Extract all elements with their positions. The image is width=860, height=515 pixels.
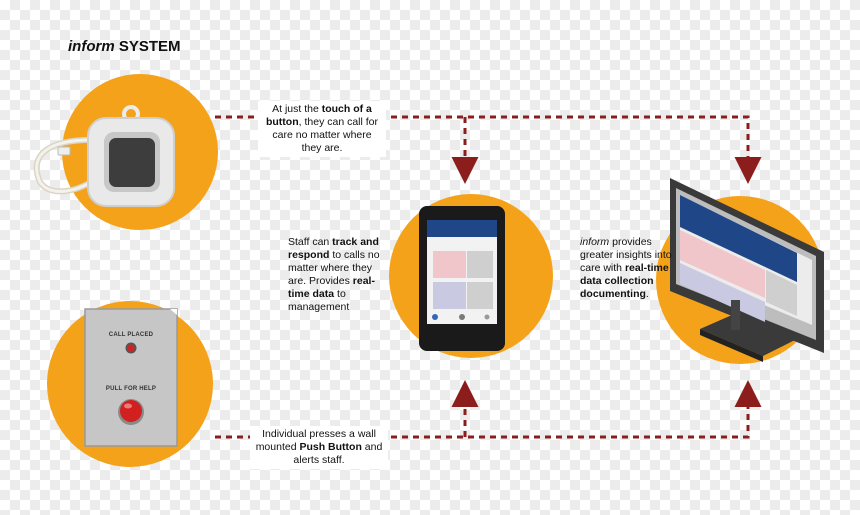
connector-bottom [215, 380, 762, 439]
caption-phone-emphasis-1: track and respond [288, 236, 379, 261]
wall-unit-top-label: CALL PLACED [108, 332, 154, 338]
caption-phone-text-mid: to calls no matter where they are. Provi… [288, 249, 380, 287]
wall-push-button-icon [84, 308, 178, 447]
caption-phone: Staff can track and respond to calls no … [288, 236, 384, 314]
caption-phone-text: Staff can [288, 236, 333, 248]
monitor-icon [670, 178, 824, 362]
caption-top-text-end: , they can call for care no matter where… [272, 116, 379, 154]
caption-phone-emphasis-2: real-time data [288, 275, 375, 300]
caption-monitor-text: provides greater insights into care with [580, 236, 672, 274]
caption-bottom-emphasis: Push Button [299, 441, 362, 453]
caption-monitor-text-end: . [645, 288, 649, 300]
wall-unit-bottom-label: PULL FOR HELP [105, 386, 157, 392]
caption-wall-button: Individual presses a wall mounted Push B… [250, 426, 388, 469]
caption-bottom-text-end: and alerts staff. [293, 441, 383, 466]
caption-monitor-emphasis: real-time data collection documenting [580, 262, 669, 300]
title-bold: SYSTEM [118, 38, 181, 55]
connector-top [215, 115, 762, 184]
caption-phone-text-end: to management [288, 288, 350, 313]
caption-monitor-brand: inform [580, 236, 610, 248]
diagram-title: inform SYSTEM [68, 38, 181, 55]
caption-top-emphasis: touch of a button [265, 103, 372, 128]
caption-pendant: At just the touch of a button, they can … [258, 101, 386, 157]
caption-bottom-text: Individual presses a wall mounted [255, 428, 376, 453]
pendant-call-button-icon [33, 105, 175, 207]
title-italic: inform [68, 38, 115, 55]
caption-top-text: At just the [272, 103, 322, 115]
smartphone-icon [419, 206, 505, 351]
caption-monitor: inform provides greater insights into ca… [580, 236, 672, 301]
